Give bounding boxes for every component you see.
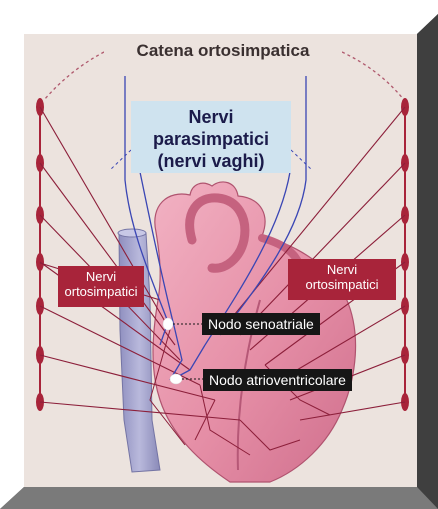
parasympathetic-label-line3: (nervi vaghi) <box>131 150 291 172</box>
orthosympathetic-right-line1: Nervi <box>293 262 391 277</box>
parasympathetic-label-line2: parasimpatici <box>131 128 291 150</box>
atrioventricular-node-label: Nodo atrioventricolare <box>203 369 352 391</box>
frame-shadow-dark <box>417 14 438 509</box>
orthosympathetic-left-line2: ortosimpatici <box>63 284 139 299</box>
orthosympathetic-left-line1: Nervi <box>63 269 139 284</box>
vena-cava-opening <box>118 229 146 237</box>
orthosympathetic-label-left: Nervi ortosimpatici <box>58 266 144 307</box>
frame-shadow-bottom <box>0 487 438 509</box>
parasympathetic-label-line1: Nervi <box>131 106 291 128</box>
orthosympathetic-right-line2: ortosimpatici <box>293 277 391 292</box>
parasympathetic-label: Nervi parasimpatici (nervi vaghi) <box>131 101 291 173</box>
orthosympathetic-label-right: Nervi ortosimpatici <box>288 259 396 300</box>
sinoatrial-node-label: Nodo senoatriale <box>202 313 320 335</box>
sinoatrial-node <box>163 318 173 330</box>
diagram-title: Catena ortosimpatica <box>104 38 342 64</box>
atrioventricular-node <box>170 374 182 384</box>
